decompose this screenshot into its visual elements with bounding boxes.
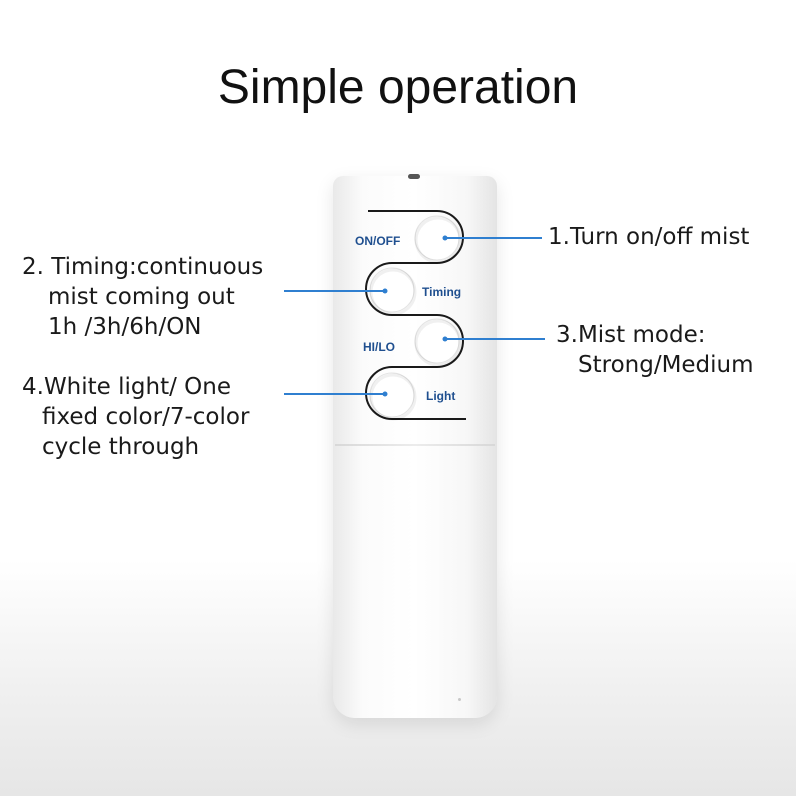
- callout-mist-mode: 3.Mist mode: Strong/Medium: [556, 320, 754, 380]
- callout-timing: 2. Timing:continuous mist coming out 1h …: [22, 252, 263, 342]
- on-off-label: ON/OFF: [355, 234, 400, 248]
- light-button[interactable]: [369, 372, 417, 421]
- callout-4-line-1: 4.White light/ One: [22, 374, 231, 400]
- pointer-line-3: [442, 336, 545, 342]
- remote-seam: [335, 444, 495, 446]
- remote-dot: [458, 698, 461, 701]
- callout-light: 4.White light/ One fixed color/7-color c…: [22, 372, 249, 462]
- remote-indicator: [408, 174, 420, 179]
- callout-3-line-2: Strong/Medium: [578, 352, 754, 378]
- callout-2-line-1: 2. Timing:continuous: [22, 254, 264, 280]
- timing-label: Timing: [422, 285, 461, 299]
- callout-2-line-2: mist coming out: [48, 284, 235, 310]
- page-title: Simple operation: [217, 61, 579, 114]
- timing-button[interactable]: [369, 267, 417, 316]
- button-snake-line: [365, 210, 466, 420]
- callout-4-line-2: fixed color/7-color: [42, 404, 250, 430]
- pointer-line-2: [284, 288, 388, 294]
- callout-1-line-1: 1.Turn on/off mist: [548, 224, 750, 250]
- hi-lo-button[interactable]: [414, 318, 462, 367]
- callout-on-off: 1.Turn on/off mist: [548, 222, 749, 252]
- callout-3-line-1: 3.Mist mode:: [556, 322, 706, 348]
- remote-control: [333, 174, 497, 718]
- pointer-line-4: [284, 391, 388, 397]
- hi-lo-label: HI/LO: [363, 340, 395, 354]
- callout-4-line-3: cycle through: [42, 434, 200, 460]
- pointer-line-1: [442, 235, 542, 241]
- light-label: Light: [426, 389, 455, 403]
- callout-2-line-3: 1h /3h/6h/ON: [48, 314, 202, 340]
